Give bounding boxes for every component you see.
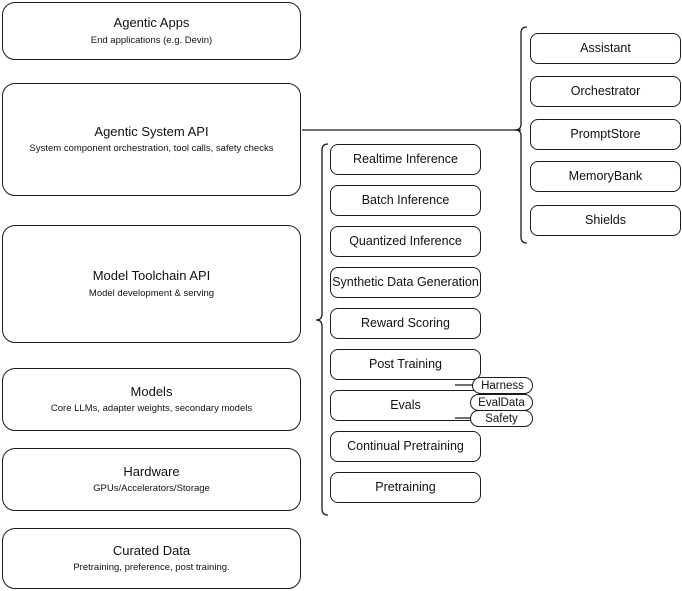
layer-title: Curated Data (112, 542, 191, 558)
capability-box-evals[interactable]: Evals (330, 390, 481, 421)
layer-title: Hardware (123, 463, 180, 479)
layer-subtitle: End applications (e.g. Devin) (90, 34, 213, 46)
component-box-shields[interactable]: Shields (530, 205, 681, 236)
component-box-assistant[interactable]: Assistant (530, 33, 681, 64)
eval-pill-safety[interactable]: Safety (470, 410, 533, 427)
capability-label: Quantized Inference (349, 234, 462, 249)
capability-box-post-training[interactable]: Post Training (330, 349, 481, 380)
layer-title: Agentic Apps (113, 15, 190, 31)
component-box-memorybank[interactable]: MemoryBank (530, 161, 681, 192)
capability-label: Batch Inference (361, 193, 450, 208)
brace-toolchain-capabilities (315, 143, 329, 516)
eval-pill-harness[interactable]: Harness (472, 377, 533, 394)
layer-title: Model Toolchain API (92, 268, 211, 284)
component-box-orchestrator[interactable]: Orchestrator (530, 76, 681, 107)
capability-box-synthetic-data-generation[interactable]: Synthetic Data Generation (330, 267, 481, 298)
layer-box-agentic-system-api[interactable]: Agentic System API System component orch… (2, 83, 301, 196)
capability-label: Synthetic Data Generation (332, 275, 479, 290)
layer-box-model-toolchain-api[interactable]: Model Toolchain API Model development & … (2, 225, 301, 343)
layer-title: Agentic System API (94, 123, 209, 139)
capability-label: Evals (390, 398, 421, 413)
layer-box-models[interactable]: Models Core LLMs, adapter weights, secon… (2, 368, 301, 431)
layer-subtitle: Pretraining, preference, post training. (73, 562, 230, 574)
layer-subtitle: Core LLMs, adapter weights, secondary mo… (50, 403, 253, 415)
eval-pill-evaldata[interactable]: EvalData (470, 394, 533, 411)
component-label: Shields (585, 213, 626, 228)
component-label: Orchestrator (570, 84, 641, 99)
capability-box-pretraining[interactable]: Pretraining (330, 472, 481, 503)
component-label: Assistant (580, 41, 631, 56)
capability-label: Realtime Inference (353, 152, 458, 167)
component-label: MemoryBank (568, 169, 643, 184)
layer-box-curated-data[interactable]: Curated Data Pretraining, preference, po… (2, 528, 301, 589)
capability-label: Reward Scoring (361, 316, 450, 331)
capability-box-continual-pretraining[interactable]: Continual Pretraining (330, 431, 481, 462)
capability-box-batch-inference[interactable]: Batch Inference (330, 185, 481, 216)
component-label: PromptStore (570, 127, 641, 142)
brace-agentic-components (514, 26, 528, 244)
layer-title: Models (130, 383, 173, 399)
capability-label: Pretraining (375, 480, 436, 495)
capability-label: Post Training (369, 357, 442, 372)
capability-box-quantized-inference[interactable]: Quantized Inference (330, 226, 481, 257)
component-box-promptstore[interactable]: PromptStore (530, 119, 681, 150)
layer-subtitle: Model development & serving (88, 287, 215, 299)
layer-box-agentic-apps[interactable]: Agentic Apps End applications (e.g. Devi… (2, 2, 301, 60)
layer-subtitle: GPUs/Accelerators/Storage (93, 483, 210, 495)
layer-box-hardware[interactable]: Hardware GPUs/Accelerators/Storage (2, 448, 301, 511)
capability-label: Continual Pretraining (347, 439, 464, 454)
capability-box-reward-scoring[interactable]: Reward Scoring (330, 308, 481, 339)
layer-subtitle: System component orchestration, tool cal… (29, 143, 274, 155)
capability-box-realtime-inference[interactable]: Realtime Inference (330, 144, 481, 175)
